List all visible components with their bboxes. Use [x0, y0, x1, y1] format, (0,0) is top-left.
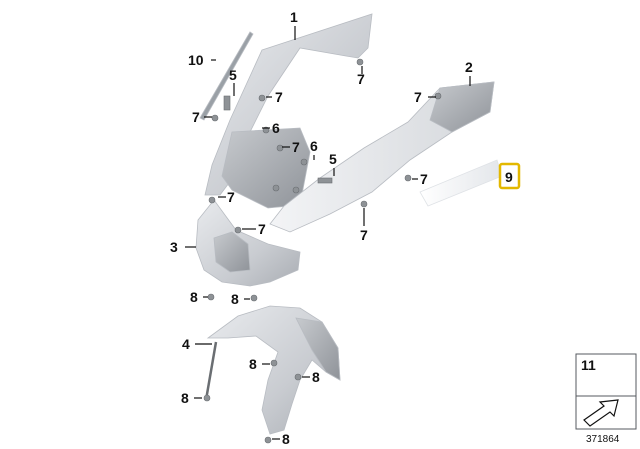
callout-7: 7	[192, 109, 200, 125]
callout-5: 5	[229, 67, 237, 83]
callout-2: 2	[465, 59, 473, 75]
leader-lines	[185, 26, 471, 440]
part-2-side-fairing-shade	[429, 81, 495, 133]
callout-5: 5	[329, 151, 337, 167]
callout-1: 1	[290, 9, 298, 25]
callout-4: 4	[182, 336, 190, 352]
callout-7: 7	[292, 139, 300, 155]
callout-8: 8	[190, 289, 198, 305]
part-10-trim-strip	[199, 31, 254, 121]
part-3-beak-inner	[213, 231, 251, 273]
callout-7: 7	[275, 89, 283, 105]
callout-7: 7	[227, 189, 235, 205]
callout-8: 8	[312, 369, 320, 385]
callout-8: 8	[249, 356, 257, 372]
callout-7: 7	[414, 89, 422, 105]
arrow-icon	[583, 399, 619, 427]
reference-number: 371864	[586, 434, 620, 445]
part-4-mudguard-side	[295, 317, 341, 381]
legend-box-number: 11	[581, 357, 596, 373]
callout-7: 7	[258, 221, 266, 237]
callout-8: 8	[231, 291, 239, 307]
legend-box: 11 371864	[575, 353, 637, 445]
callout-8: 8	[181, 390, 189, 406]
part-9-decal-strip	[419, 159, 503, 207]
callout-10: 10	[188, 52, 204, 68]
part-1-inner-panel	[221, 127, 311, 209]
part-4-bracket	[204, 341, 218, 401]
callout-9-highlight-box	[498, 162, 521, 190]
callout-3: 3	[170, 239, 178, 255]
part-1-upper-fairing	[204, 13, 373, 196]
callout-6: 6	[272, 120, 280, 136]
callout-6: 6	[310, 138, 318, 154]
callout-7: 7	[357, 71, 365, 87]
callout-7: 7	[420, 171, 428, 187]
callout-8: 8	[282, 431, 290, 447]
callout-7: 7	[360, 227, 368, 243]
callout-9: 9	[505, 169, 513, 185]
